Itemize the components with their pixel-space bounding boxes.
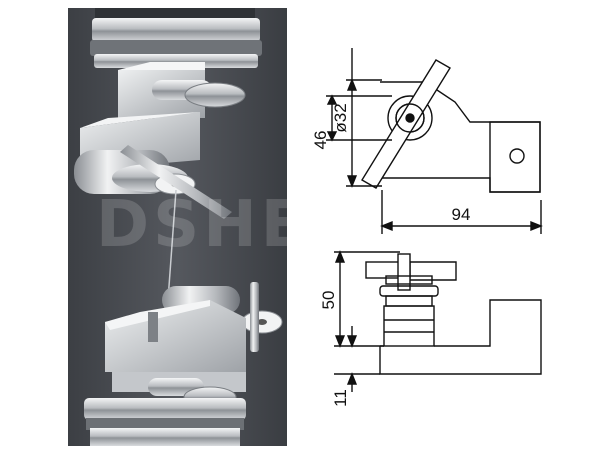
upper-clamp — [74, 62, 246, 219]
width-label: 94 — [452, 205, 471, 224]
lower-clamp — [105, 282, 283, 408]
diameter-label: ø32 — [331, 103, 350, 132]
top-height-dimension — [326, 48, 392, 188]
watermark: DSHENG — [96, 188, 423, 262]
base-height-label: 11 — [331, 389, 350, 407]
fixture-photo — [68, 8, 287, 446]
bottom-height-dimension — [334, 250, 400, 392]
specimen-wire — [167, 189, 177, 301]
technical-drawing — [326, 48, 543, 392]
front-view — [365, 253, 542, 375]
upper-mount-disc — [90, 8, 262, 68]
top-height-label: 46 — [311, 131, 330, 150]
lower-mount-disc — [84, 398, 246, 446]
width-dimension — [380, 190, 543, 234]
bottom-height-label: 50 — [319, 291, 338, 310]
top-view — [361, 59, 541, 193]
